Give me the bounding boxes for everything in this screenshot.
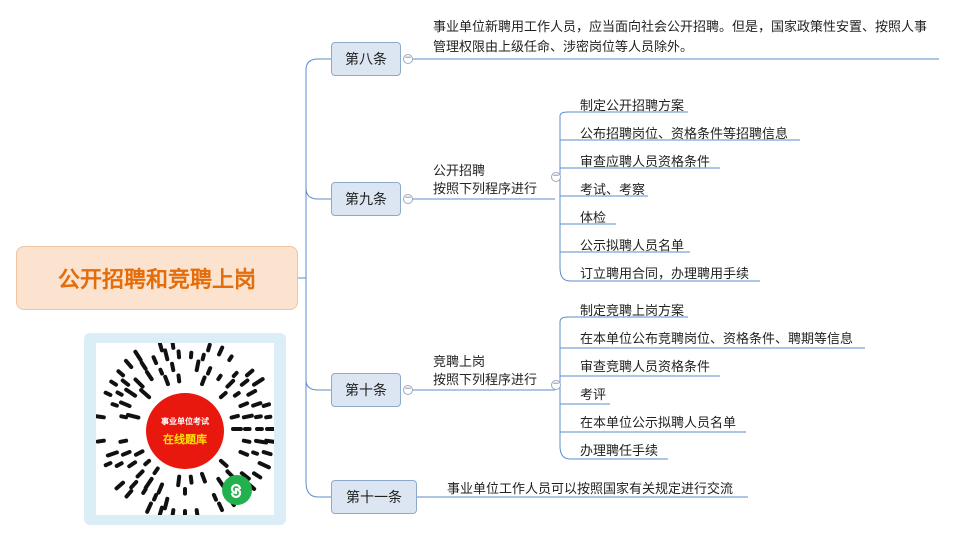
collapse-toggle-icon[interactable]: − — [403, 53, 413, 64]
article-10-label: 第十条 — [345, 383, 387, 399]
article-8-label: 第八条 — [345, 52, 387, 68]
article-9-step[interactable]: 公示拟聘人员名单 — [580, 239, 685, 254]
article-10-step[interactable]: 审查竞聘人员资格条件 — [580, 360, 711, 375]
article-9-subtopic-line2: 按照下列程序进行 — [433, 182, 538, 197]
wechat-miniprogram-icon — [222, 475, 252, 505]
collapse-toggle-icon[interactable]: − — [403, 193, 413, 204]
article-10-step[interactable]: 在本单位公布竞聘岗位、资格条件、聘期等信息 — [580, 332, 854, 347]
article-10-subtopic-line2: 按照下列程序进行 — [433, 373, 538, 388]
article-10-step[interactable]: 办理聘任手续 — [580, 444, 659, 459]
root-title: 公开招聘和竞聘上岗 — [57, 268, 256, 293]
qr-main-text: 在线题库 — [163, 432, 207, 446]
collapse-toggle-icon[interactable]: − — [403, 384, 413, 395]
article-9-step[interactable]: 审查应聘人员资格条件 — [580, 155, 711, 170]
qr-top-text: 事业单位考试 — [161, 416, 209, 426]
qr-code-card[interactable]: 事业单位考试 在线题库 — [84, 333, 286, 525]
article-8-text: 事业单位新聘用工作人员，应当面向社会公开招聘。但是，国家政策性安置、按照人事管理… — [433, 20, 928, 55]
root-topic[interactable]: 公开招聘和竞聘上岗 — [16, 246, 298, 310]
article-9-subtopic-line1: 公开招聘 — [433, 164, 486, 179]
qr-code: 事业单位考试 在线题库 — [96, 343, 274, 515]
article-9-step[interactable]: 体检 — [580, 211, 607, 226]
article-8-node[interactable]: 第八条 — [331, 42, 401, 76]
article-11-label: 第十一条 — [346, 490, 402, 506]
article-10-step[interactable]: 制定竞聘上岗方案 — [580, 304, 685, 319]
collapse-toggle-icon[interactable]: − — [551, 171, 561, 182]
article-9-step[interactable]: 考试、考察 — [580, 183, 646, 198]
article-11-node[interactable]: 第十一条 — [331, 480, 417, 514]
article-9-label: 第九条 — [345, 192, 387, 208]
article-9-step[interactable]: 公布招聘岗位、资格条件等招聘信息 — [580, 127, 789, 142]
article-9-step[interactable]: 订立聘用合同，办理聘用手续 — [580, 267, 750, 282]
collapse-toggle-icon[interactable]: − — [551, 379, 561, 390]
qr-center-badge: 事业单位考试 在线题库 — [146, 393, 224, 469]
article-9-step[interactable]: 制定公开招聘方案 — [580, 99, 685, 114]
article-9-node[interactable]: 第九条 — [331, 182, 401, 216]
article-10-node[interactable]: 第十条 — [331, 373, 401, 407]
qr-pattern — [96, 343, 274, 515]
article-11-text: 事业单位工作人员可以按照国家有关规定进行交流 — [447, 482, 734, 497]
article-10-subtopic-line1: 竞聘上岗 — [433, 355, 486, 370]
article-10-step[interactable]: 考评 — [580, 388, 607, 403]
article-10-step[interactable]: 在本单位公示拟聘人员名单 — [580, 416, 737, 431]
